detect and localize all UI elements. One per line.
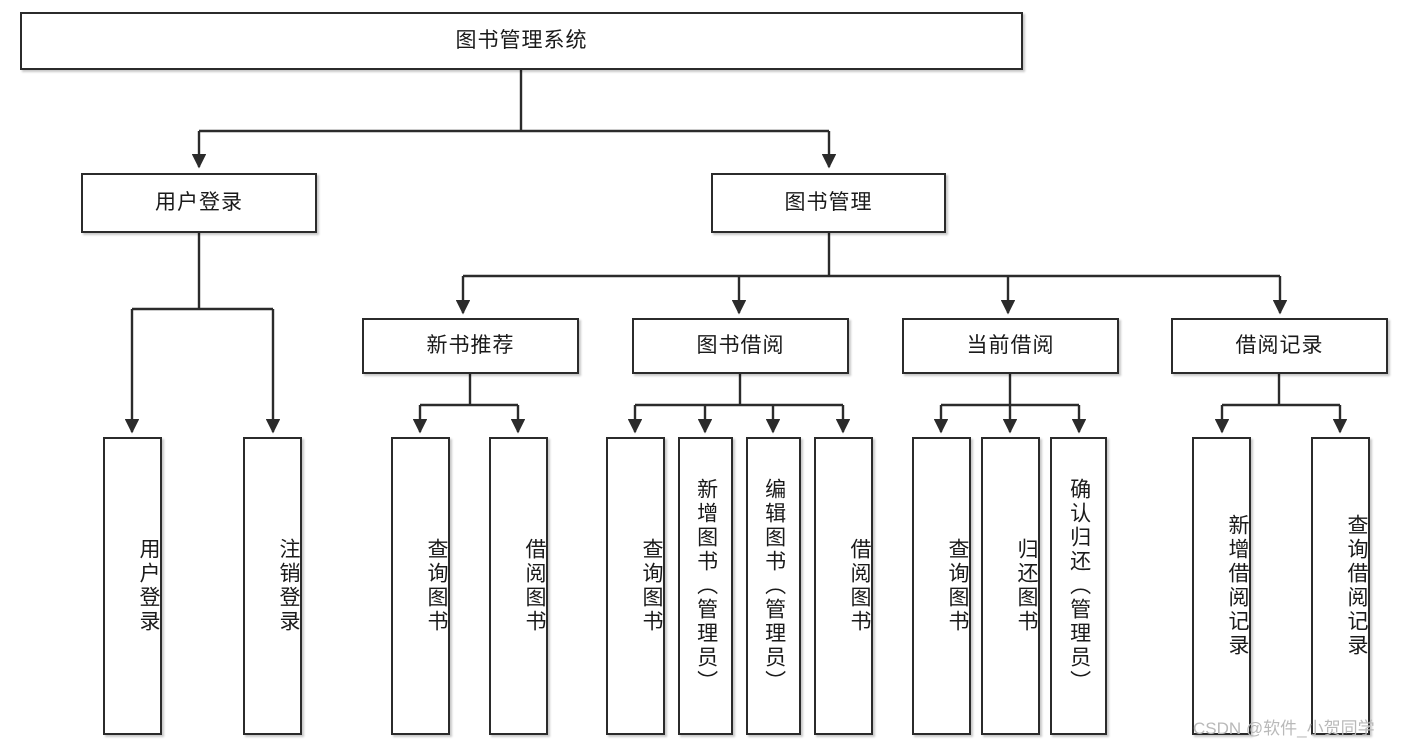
leaf-current-query-book[interactable]: 查询图书 xyxy=(912,437,971,735)
leaf-current-return-book[interactable]: 归还图书 xyxy=(981,437,1040,735)
leaf-newbook-borrow-book[interactable]: 借阅图书 xyxy=(489,437,548,735)
leaf-record-add-record[interactable]: 新增借阅记录 xyxy=(1192,437,1251,735)
node-label: 图书借阅 xyxy=(696,334,785,358)
node-label: 借阅记录 xyxy=(1235,334,1324,358)
node-label: 图书管理 xyxy=(784,191,873,215)
node-book-management[interactable]: 图书管理 xyxy=(711,173,946,233)
leaf-current-confirm-return-admin[interactable]: 确认归还（管理员） xyxy=(1050,437,1107,735)
leaf-record-query-record[interactable]: 查询借阅记录 xyxy=(1311,437,1370,735)
node-label: 查询图书 xyxy=(425,538,448,634)
csdn-watermark: CSDN @软件_小贺同学 xyxy=(1193,719,1375,738)
node-label: 用户登录 xyxy=(137,538,160,634)
leaf-newbook-query-book[interactable]: 查询图书 xyxy=(391,437,450,735)
leaf-borrow-lend-book[interactable]: 借阅图书 xyxy=(814,437,873,735)
node-label: 新增图书（管理员） xyxy=(694,478,718,694)
leaf-user-logout[interactable]: 注销登录 xyxy=(243,437,302,735)
leaf-user-login[interactable]: 用户登录 xyxy=(103,437,162,735)
node-label: 查询借阅记录 xyxy=(1345,514,1368,658)
node-label: 注销登录 xyxy=(277,538,300,634)
node-new-book-recommend[interactable]: 新书推荐 xyxy=(362,318,579,374)
node-label: 编辑图书（管理员） xyxy=(762,478,786,694)
node-label: 查询图书 xyxy=(946,538,969,634)
leaf-borrow-query-book[interactable]: 查询图书 xyxy=(606,437,665,735)
node-label: 图书管理系统 xyxy=(455,29,588,53)
node-label: 查询图书 xyxy=(640,538,663,634)
node-label: 确认归还（管理员） xyxy=(1067,478,1091,694)
node-current-borrow[interactable]: 当前借阅 xyxy=(902,318,1119,374)
node-borrow-record[interactable]: 借阅记录 xyxy=(1171,318,1388,374)
node-book-borrow[interactable]: 图书借阅 xyxy=(632,318,849,374)
leaf-borrow-add-book-admin[interactable]: 新增图书（管理员） xyxy=(678,437,733,735)
node-label: 归还图书 xyxy=(1015,538,1038,634)
node-user-login[interactable]: 用户登录 xyxy=(81,173,317,233)
node-root-book-management-system[interactable]: 图书管理系统 xyxy=(20,12,1023,70)
node-label: 借阅图书 xyxy=(848,538,871,634)
leaf-borrow-edit-book-admin[interactable]: 编辑图书（管理员） xyxy=(746,437,801,735)
node-label: 用户登录 xyxy=(155,191,243,215)
node-label: 新增借阅记录 xyxy=(1226,514,1249,658)
node-label: 当前借阅 xyxy=(966,334,1055,358)
node-label: 新书推荐 xyxy=(426,334,515,358)
node-label: 借阅图书 xyxy=(523,538,546,634)
